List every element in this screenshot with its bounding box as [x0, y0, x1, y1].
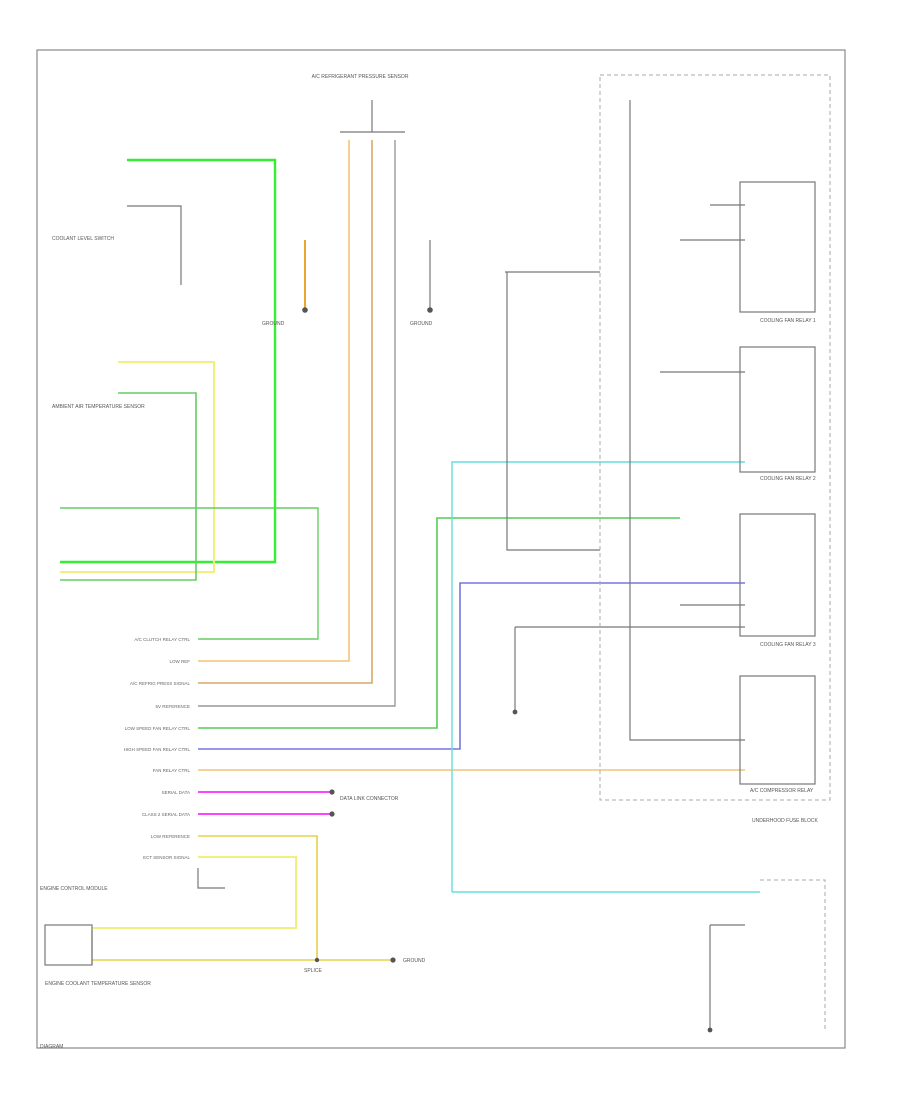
splice-dot [314, 957, 320, 963]
wire-black-coolant [127, 205, 182, 285]
pcm-pin-label: 5V REFERENCE [155, 704, 190, 709]
pcm-pin-label: A/C REFRIG PRESS SIGNAL [130, 681, 191, 686]
ground-dot-1 [302, 307, 308, 313]
diagram-frame [36, 49, 846, 1049]
relay-box-3 [739, 513, 816, 637]
ground-1-label: GROUND [262, 321, 285, 327]
pcm-pin-labels: A/C CLUTCH RELAY CTRL LOW REF A/C REFRIG… [124, 637, 191, 860]
splice-label: SPLICE [304, 968, 322, 974]
relay-box-2 [739, 346, 816, 473]
ground-3-label: GROUND [403, 958, 426, 964]
wire-green-clutch [60, 507, 319, 640]
wire-yellow-ambient [60, 361, 215, 573]
pcm-pin-label: ECT SENSOR SIGNAL [143, 855, 190, 860]
pcm-pin-label: A/C CLUTCH RELAY CTRL [134, 637, 190, 642]
ac-pressure-sensor-label: A/C REFRIGERANT PRESSURE SENSOR [312, 74, 409, 80]
pcm-label: ENGINE CONTROL MODULE [40, 886, 108, 892]
wire-black-bus [629, 100, 745, 741]
pcm-pin-label: CLASS 2 SERIAL DATA [142, 812, 190, 817]
ground-dot-fan [512, 709, 518, 715]
connector-dots [302, 307, 713, 1033]
ground-2-label: GROUND [410, 321, 433, 327]
pcm-pin-label: LOW REFERENCE [151, 834, 190, 839]
fuse-block-dashed-border [599, 74, 831, 801]
footer-label: DIAGRAM [40, 1044, 63, 1050]
pcm-pin-label: HIGH SPEED FAN RELAY CTRL [124, 747, 191, 752]
coolant-switch-label: COOLANT LEVEL SWITCH [52, 236, 114, 242]
wire-blue-highspeed [198, 582, 745, 750]
ambient-sensor-label: AMBIENT AIR TEMPERATURE SENSOR [52, 404, 145, 410]
wire-black-fuse-vert [506, 272, 600, 551]
wire-black-pcm-ground [197, 868, 225, 889]
wire-green-ambient [60, 392, 197, 581]
relay-dashed-bottom [760, 879, 826, 1030]
relay-box-1 [739, 181, 816, 313]
relay-box-4 [739, 675, 816, 785]
wire-green-bright [60, 158, 277, 564]
ground-dot-3 [390, 957, 396, 963]
wire-gray-5vref [198, 140, 396, 707]
serial-dot-1 [329, 789, 335, 795]
ac-pressure-sensor: A/C REFRIGERANT PRESSURE SENSOR [312, 74, 409, 133]
wire-cyan [451, 461, 745, 892]
fan-relay-3-label: COOLING FAN RELAY 3 [760, 642, 816, 648]
ect-sensor-label: ENGINE COOLANT TEMPERATURE SENSOR [45, 981, 151, 987]
ground-dot-2 [427, 307, 433, 313]
serial-dot-2 [329, 811, 335, 817]
wire-green-lowspeed [198, 517, 680, 729]
ac-relay-label: A/C COMPRESSOR RELAY [750, 788, 814, 794]
pcm-pin-label: LOW SPEED FAN RELAY CTRL [125, 726, 191, 731]
wire-orange-lowref [198, 140, 350, 662]
fan-relay-1-label: COOLING FAN RELAY 1 [760, 318, 816, 324]
ground-dot-bottom [707, 1027, 713, 1033]
wire-yellow-lowref [92, 835, 318, 961]
wire-yellow-ect [92, 856, 297, 929]
pcm-pin-label: FAN RELAY CTRL [153, 768, 191, 773]
data-link-label: DATA LINK CONNECTOR [340, 796, 399, 802]
ect-sensor-box [44, 924, 93, 966]
fan-relay-2-label: COOLING FAN RELAY 2 [760, 476, 816, 482]
pcm-pin-label: LOW REF [169, 659, 190, 664]
pcm-pin-label: SERIAL DATA [162, 790, 190, 795]
fuse-block-label: UNDERHOOD FUSE BLOCK [752, 818, 819, 824]
wire-tan-signal [198, 140, 373, 684]
